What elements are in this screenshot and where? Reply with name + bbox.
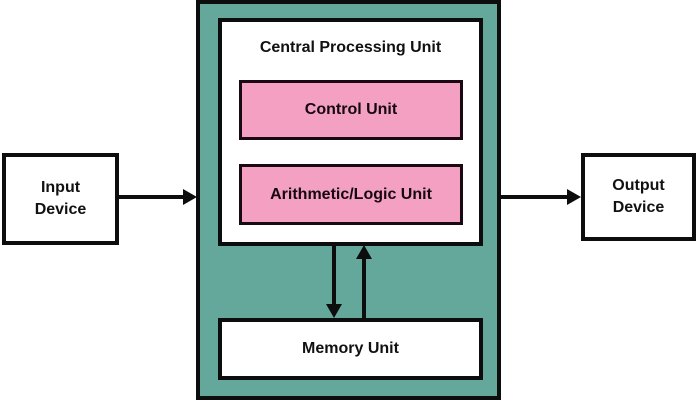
arrow-cpu-to-output: [499, 189, 581, 205]
memory-unit-box: Memory Unit: [218, 318, 483, 380]
arrow-input-to-cpu: [119, 189, 197, 205]
cpu-title: Central Processing Unit: [259, 39, 442, 56]
arithmetic-logic-unit-box: Arithmetic/Logic Unit: [239, 164, 463, 225]
control-unit-box: Control Unit: [239, 80, 463, 140]
output-device-box: Output Device: [581, 153, 696, 241]
input-device-box: Input Device: [2, 153, 119, 245]
